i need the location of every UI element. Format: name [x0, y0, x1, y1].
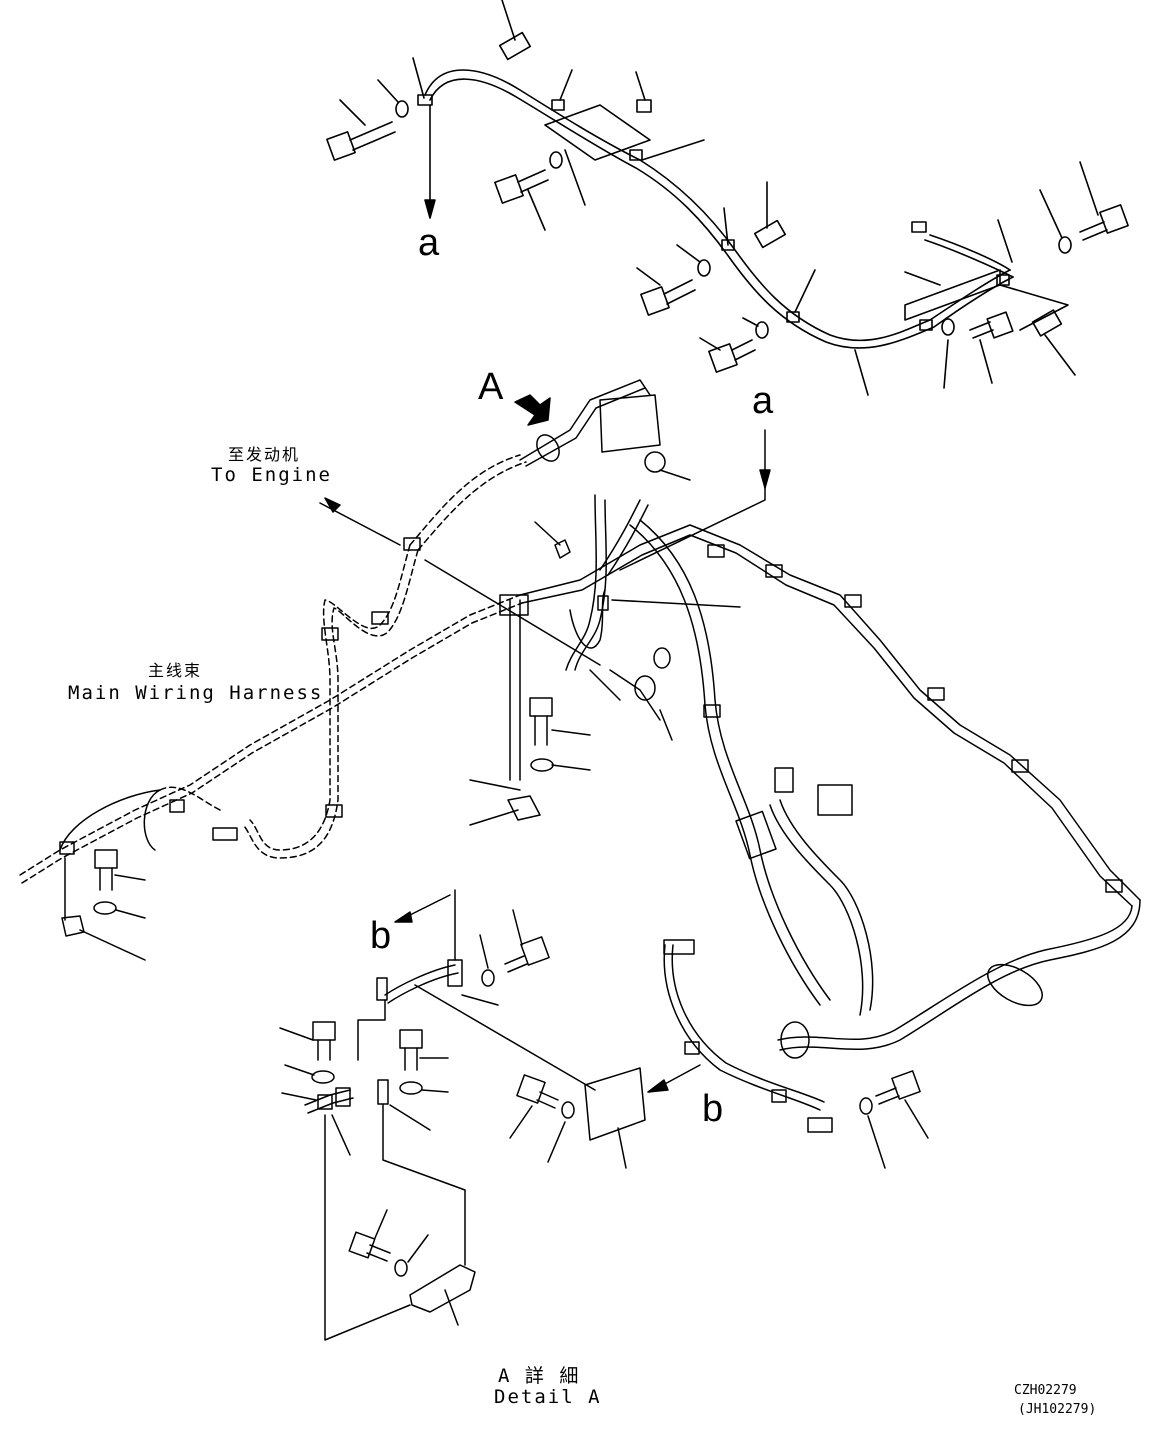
connector-icon [818, 785, 852, 815]
clamp-icon [552, 100, 564, 110]
washer-icon [94, 902, 116, 914]
bolt-icon [95, 850, 117, 890]
washer-icon [400, 1082, 422, 1094]
washer-icon [942, 319, 954, 335]
arrow-icon [515, 395, 550, 425]
connector-icon [645, 452, 665, 472]
connector-icon [781, 1022, 809, 1058]
clamp-icon [170, 800, 184, 812]
connector-icon [555, 540, 570, 558]
arrow-icon [395, 912, 412, 922]
clamp-icon [318, 1095, 332, 1109]
bolt-icon [1080, 205, 1128, 240]
arrow-icon [325, 498, 340, 512]
clamp-icon [920, 320, 932, 330]
connector-icon [635, 676, 655, 700]
washer-icon [312, 1071, 334, 1083]
bolt-icon [400, 1030, 422, 1070]
bolt-icon [641, 280, 695, 315]
callout-A: A [478, 366, 504, 408]
spacer-icon [637, 100, 651, 112]
bracket-icon [508, 796, 540, 820]
connector-icon [532, 431, 563, 465]
bolt-icon [709, 340, 755, 372]
detail-a-cn: A 詳 細 [498, 1365, 581, 1387]
drawing-reference: (JH102279) [1018, 1402, 1097, 1417]
clamp-icon [336, 1088, 350, 1106]
bolt-icon [517, 1075, 558, 1108]
clamp-icon [630, 150, 642, 160]
washer-icon [550, 152, 562, 168]
washer-icon [698, 260, 710, 276]
bolt-icon [876, 1071, 920, 1104]
washer-icon [482, 970, 494, 986]
upper-bracket-plate [545, 105, 650, 160]
spacer-icon [1033, 310, 1062, 336]
bolt-icon [530, 698, 552, 745]
connector-icon [654, 648, 670, 668]
washer-icon [396, 101, 408, 117]
bolt-icon [495, 170, 548, 203]
detail-a-en: Detail A [494, 1386, 602, 1408]
spacer-icon [755, 221, 786, 248]
upper-harness [425, 70, 1013, 348]
connector-icon [213, 828, 237, 840]
arrow-icon [760, 470, 770, 488]
clamp-icon [1106, 880, 1122, 892]
connector-icon [775, 768, 793, 792]
bolt-icon [313, 1022, 335, 1060]
component-a [520, 380, 660, 466]
callout-b-right: b [702, 1088, 724, 1130]
lower-harness [305, 960, 645, 1140]
main-harness-en: Main Wiring Harness [68, 682, 324, 704]
bracket-icon [410, 1265, 475, 1312]
clamp-icon [787, 312, 799, 322]
connector-icon [808, 1118, 832, 1132]
bolt-icon [505, 937, 549, 972]
washer-icon [562, 1102, 574, 1118]
washer-icon [860, 1098, 872, 1114]
washer-icon [531, 759, 553, 771]
connector-icon [378, 1080, 388, 1104]
clamp-icon [928, 688, 944, 700]
clamp-icon [60, 842, 74, 854]
washer-icon [756, 322, 768, 338]
clamp-icon [326, 805, 342, 817]
callout-a-mid: a [752, 380, 774, 422]
clamp-icon [418, 95, 432, 105]
washer-icon [395, 1260, 407, 1276]
washer-icon [1059, 237, 1071, 253]
drawing-number: CZH02279 [1014, 1383, 1077, 1398]
callout-a-top: a [418, 222, 440, 264]
clamp-icon [404, 538, 420, 550]
spacer-icon [500, 33, 531, 60]
clamp-icon [708, 545, 724, 557]
bracket-icon [585, 1068, 645, 1140]
arrow-icon [425, 200, 435, 218]
clamp-icon [322, 628, 338, 640]
main-harness-cn: 主线束 [148, 661, 203, 680]
clamp-icon [685, 1042, 699, 1054]
clamp-icon [766, 565, 782, 577]
connector-icon [664, 940, 694, 954]
clamp-icon [772, 1090, 786, 1102]
clamp-icon [997, 275, 1009, 285]
bolt-icon [349, 1232, 390, 1261]
clamp-icon [372, 612, 388, 624]
to-engine-cn: 至发动机 [228, 445, 301, 464]
bolt-icon [970, 312, 1013, 338]
clamp-icon [1012, 760, 1028, 772]
clamp-icon [845, 595, 861, 607]
arrow-icon [648, 1080, 668, 1092]
to-engine-en: To Engine [211, 464, 332, 486]
connector-icon [377, 978, 387, 1000]
main-harness [20, 455, 1140, 1132]
clamp-icon [704, 705, 720, 717]
bolt-icon [327, 122, 395, 160]
callout-b-left: b [370, 915, 392, 957]
connector-icon [598, 596, 608, 610]
